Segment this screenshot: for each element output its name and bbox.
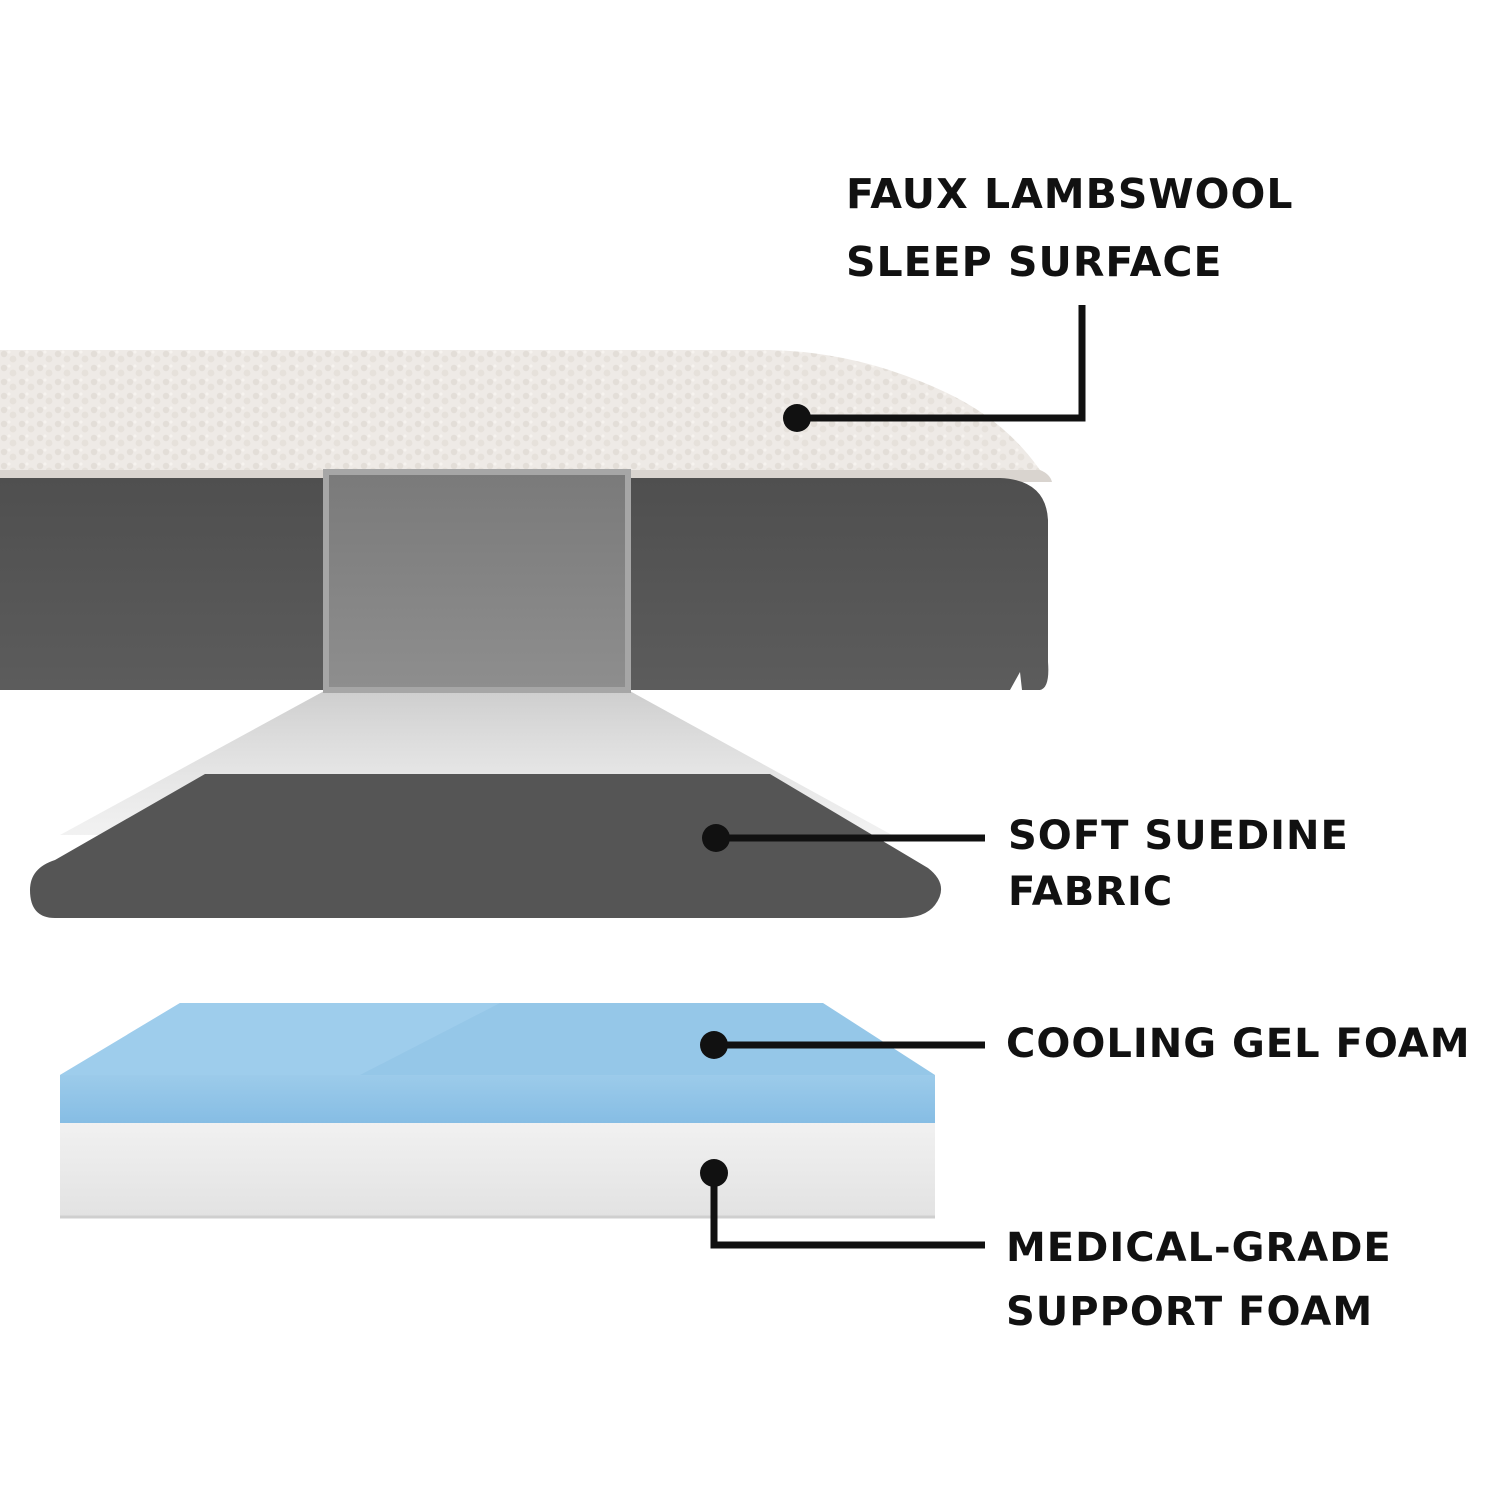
label-line: FABRIC: [1008, 869, 1174, 915]
label-cooling-gel-foam: COOLING GEL FOAM: [1006, 1018, 1471, 1070]
callout-dot-gel: [700, 1031, 728, 1059]
label-line: SUPPORT FOAM: [1006, 1289, 1374, 1335]
label-soft-suedine: SOFT SUEDINE FABRIC: [1008, 808, 1349, 920]
label-line: MEDICAL-GRADE: [1006, 1225, 1392, 1271]
callout-line-support: [710, 1173, 985, 1249]
label-line: FAUX LAMBSWOOL: [846, 170, 1294, 218]
callout-dot-support: [700, 1159, 728, 1187]
gel-foam-top-sheen: [60, 1003, 500, 1075]
zoom-window: [323, 469, 631, 693]
callout-lines: [710, 305, 1086, 1249]
label-faux-lambswool: FAUX LAMBSWOOL SLEEP SURFACE: [846, 160, 1293, 296]
callout-line-lambswool: [797, 305, 1086, 422]
label-line: SOFT SUEDINE: [1008, 813, 1349, 859]
label-line: SLEEP SURFACE: [846, 238, 1223, 286]
label-line: COOLING GEL FOAM: [1006, 1021, 1471, 1067]
gel-foam-front: [60, 1075, 935, 1123]
sleep-surface-top: [0, 350, 1050, 480]
suedine-fabric-swatch: [30, 774, 942, 918]
support-foam-front: [60, 1123, 935, 1218]
callout-dot-suedine: [702, 824, 730, 852]
callout-dot-lambswool: [783, 404, 811, 432]
label-support-foam: MEDICAL-GRADE SUPPORT FOAM: [1006, 1216, 1392, 1344]
callout-dots: [700, 404, 811, 1187]
